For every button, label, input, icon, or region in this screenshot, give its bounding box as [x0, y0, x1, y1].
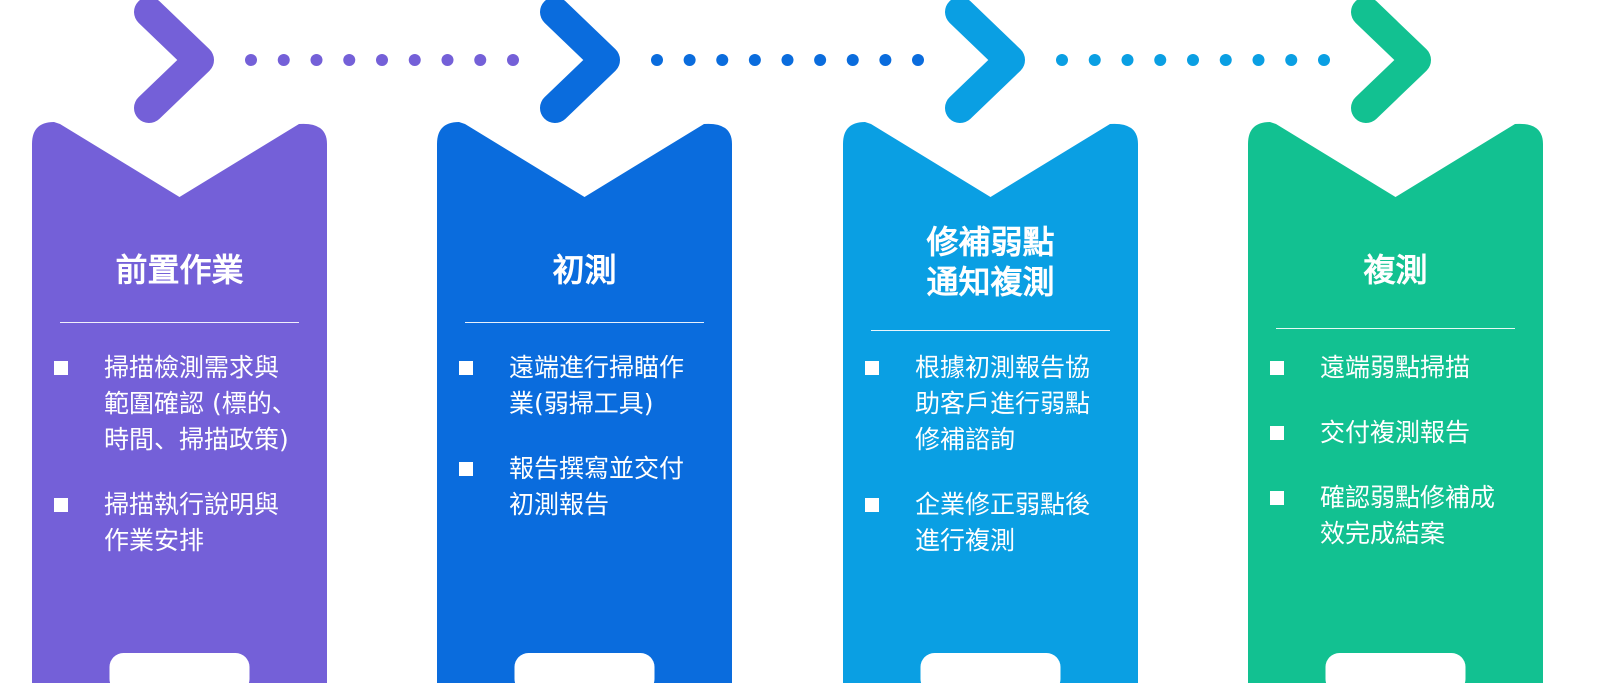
step-2-chevron-icon	[540, 0, 620, 123]
step-3-content: 修補弱點通知複測根據初測報告協助客戶進行弱點修補諮詢企業修正弱點後進行複測	[843, 0, 1138, 683]
connector-3-dot	[1318, 54, 1330, 66]
square-bullet-icon	[1270, 426, 1284, 440]
connector-1-dot	[310, 54, 323, 66]
connector-2-dot	[781, 54, 794, 66]
square-bullet-icon	[1270, 361, 1284, 375]
connector-2-dot	[814, 54, 827, 66]
list-item-line: 遠端弱點掃描	[1320, 353, 1471, 382]
connector-3-dot	[1121, 54, 1134, 66]
list-item-line: 掃描檢測需求與	[104, 353, 280, 382]
list-item-line: 範圍確認 (標的、	[104, 389, 297, 418]
step-1-title: 前置作業	[32, 250, 327, 290]
step-3-divider	[871, 330, 1110, 331]
step-2-content: 初測遠端進行掃瞄作業(弱掃工具) 報告撰寫並交付初測報告	[437, 0, 732, 683]
connector-3-dot	[1285, 54, 1298, 66]
list-item: 確認弱點修補成效完成結案	[1270, 480, 1533, 552]
square-bullet-icon	[54, 361, 68, 375]
list-item-line: 作業安排	[104, 526, 205, 555]
list-item-line: 確認弱點修補成	[1320, 483, 1496, 512]
connector-1-dot	[343, 54, 356, 66]
step-4-chevron-icon	[1351, 0, 1431, 123]
list-item: 報告撰寫並交付初測報告	[459, 451, 722, 523]
connector-2-dot	[912, 54, 924, 66]
list-item-line: 助客戶進行弱點	[915, 389, 1091, 418]
step-1-card	[32, 122, 327, 683]
connector-3-dot	[1219, 54, 1232, 66]
list-item: 根據初測報告協助客戶進行弱點修補諮詢	[865, 350, 1128, 458]
step-title-line: 修補弱點	[926, 223, 1055, 261]
square-bullet-icon	[459, 462, 473, 476]
list-item-line: 遠端進行掃瞄作	[509, 353, 685, 382]
connector-2-dot	[651, 54, 663, 66]
step-3-chevron-icon	[945, 0, 1025, 123]
connector-3-dot	[1252, 54, 1265, 66]
list-item-line: 業(弱掃工具)	[509, 389, 654, 418]
square-bullet-icon	[865, 361, 879, 375]
list-item: 遠端弱點掃描	[1270, 350, 1533, 386]
list-item-line: 根據初測報告協	[915, 353, 1091, 382]
square-bullet-icon	[1270, 491, 1284, 505]
step-title-line: 初測	[552, 251, 617, 289]
list-item-line: 企業修正弱點後	[915, 490, 1091, 519]
step-4-title: 複測	[1248, 250, 1543, 290]
step-title-line: 通知複測	[926, 263, 1055, 301]
connector-1-dot	[277, 54, 290, 66]
step-2-task-list: 遠端進行掃瞄作業(弱掃工具) 報告撰寫並交付初測報告	[459, 350, 722, 552]
list-item: 交付複測報告	[1270, 415, 1533, 451]
step-4-card-tab	[1325, 653, 1466, 683]
step-4-divider	[1276, 328, 1515, 329]
list-item-line: 時間、掃描政策)	[104, 425, 289, 454]
list-item-line: 修補諮詢	[915, 425, 1016, 454]
connector-2-dot	[846, 54, 859, 66]
connector-2-dot	[879, 54, 892, 66]
connector-1-dot	[507, 54, 519, 66]
square-bullet-icon	[54, 498, 68, 512]
list-item: 掃描檢測需求與範圍確認 (標的、時間、掃描政策)	[54, 350, 317, 458]
list-item-line: 交付複測報告	[1320, 418, 1471, 447]
connector-1-dot	[474, 54, 487, 66]
connector-2-dot	[716, 54, 729, 66]
connector-1-dot	[441, 54, 454, 66]
list-item-line: 進行複測	[915, 526, 1016, 555]
list-item-line: 效完成結案	[1320, 519, 1446, 548]
step-2-card	[437, 122, 732, 683]
connector-2-dot	[683, 54, 696, 66]
list-item: 企業修正弱點後進行複測	[865, 487, 1128, 559]
step-1-divider	[60, 322, 299, 323]
step-1-card-tab	[109, 653, 250, 683]
connector-3-dot	[1056, 54, 1068, 66]
step-3-title: 修補弱點通知複測	[843, 222, 1138, 302]
connector-2-dot	[748, 54, 761, 66]
step-3-card-tab	[920, 653, 1061, 683]
connector-3-dot	[1088, 54, 1101, 66]
step-title-line: 前置作業	[115, 251, 244, 289]
step-4-card	[1248, 122, 1543, 683]
list-item-line: 報告撰寫並交付	[509, 454, 685, 483]
step-3-task-list: 根據初測報告協助客戶進行弱點修補諮詢企業修正弱點後進行複測	[865, 350, 1128, 588]
step-1-task-list: 掃描檢測需求與範圍確認 (標的、時間、掃描政策) 掃描執行說明與作業安排	[54, 350, 317, 588]
connector-1-dot	[376, 54, 388, 66]
step-2-card-tab	[514, 653, 655, 683]
step-1-chevron-icon	[134, 0, 214, 123]
connector-1-dot	[408, 54, 421, 66]
step-3-card	[843, 122, 1138, 683]
step-2-title: 初測	[437, 250, 732, 290]
step-4-content: 複測遠端弱點掃描交付複測報告確認弱點修補成效完成結案	[1248, 0, 1543, 683]
step-1-content: 前置作業掃描檢測需求與範圍確認 (標的、時間、掃描政策) 掃描執行說明與作業安排	[32, 0, 327, 683]
square-bullet-icon	[459, 361, 473, 375]
square-bullet-icon	[865, 498, 879, 512]
step-4-task-list: 遠端弱點掃描交付複測報告確認弱點修補成效完成結案	[1270, 350, 1533, 581]
list-item-line: 掃描執行說明與	[104, 490, 280, 519]
step-title-line: 複測	[1363, 251, 1428, 289]
connector-1-dot	[245, 54, 257, 66]
list-item-line: 初測報告	[509, 490, 610, 519]
list-item: 掃描執行說明與作業安排	[54, 487, 317, 559]
step-2-divider	[465, 322, 704, 323]
connector-3-dot	[1154, 54, 1167, 66]
list-item: 遠端進行掃瞄作業(弱掃工具)	[459, 350, 722, 422]
connector-3-dot	[1187, 54, 1199, 66]
